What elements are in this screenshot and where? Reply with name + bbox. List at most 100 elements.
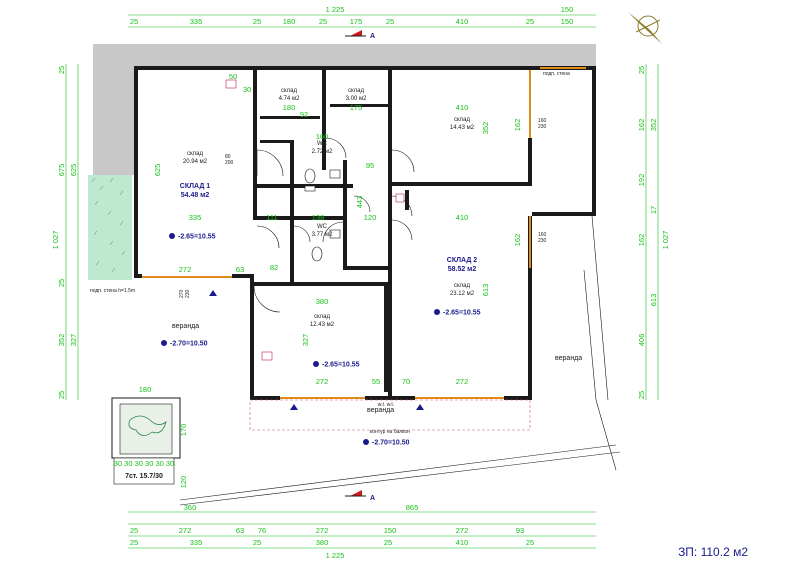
dim-bottom-360: 360 bbox=[184, 503, 197, 512]
dim-bottom-a-1: 272 bbox=[179, 526, 192, 535]
label-retaining-wall-height: подп. стена h=1.5m bbox=[90, 288, 135, 294]
dim-inner-410a: 410 bbox=[456, 103, 469, 112]
label-veranda-left: веранда bbox=[172, 323, 199, 330]
dim-bottom-b-5: 410 bbox=[456, 538, 469, 547]
wc-fixtures bbox=[225, 79, 405, 361]
dim-top-total: 1 225 bbox=[326, 5, 345, 14]
dim-inner-70: 70 bbox=[402, 377, 410, 386]
door-d1-h: 200 bbox=[225, 160, 234, 166]
dim-top-4: 25 bbox=[319, 17, 327, 26]
stairs-block: 180 170 120 30 30 30 30 30 30 7ст. 15.7/… bbox=[111, 385, 188, 489]
dim-inner-327: 327 bbox=[301, 334, 310, 347]
walls bbox=[134, 66, 596, 400]
dim-inner-50: 50 bbox=[229, 72, 237, 81]
dim-right-352: 352 bbox=[649, 119, 658, 132]
dim-top-9: 150 bbox=[561, 17, 574, 26]
room-r1-name: склад bbox=[187, 151, 204, 157]
room-wc1-name: WC bbox=[317, 141, 328, 147]
door-d3-h: 230 bbox=[538, 238, 547, 244]
section-label-top: A bbox=[370, 33, 375, 40]
dim-right-25: 25 bbox=[637, 66, 646, 74]
windows bbox=[142, 67, 586, 399]
dim-inner-63: 63 bbox=[236, 265, 244, 274]
room-sklad2-area: 58.52 м2 bbox=[448, 266, 477, 273]
label-water-tap: w.t. w.t. bbox=[378, 402, 394, 408]
stairs-height-2: 120 bbox=[179, 476, 188, 489]
dim-top-7: 410 bbox=[456, 17, 469, 26]
door-d1-w: 80 bbox=[225, 154, 231, 160]
dim-inner-95: 95 bbox=[366, 161, 374, 170]
section-label-bottom: A bbox=[370, 495, 375, 502]
dim-top-right: 150 bbox=[561, 5, 574, 14]
dim-top-3: 180 bbox=[283, 17, 296, 26]
left-dimensions: 25 675 25 352 25 625 1 027 327 bbox=[51, 64, 79, 400]
dim-inner-162b: 162 bbox=[513, 234, 522, 247]
elevations: -2.65=10.55 -2.65=10.55 -2.65=10.55 -2.7… bbox=[161, 233, 481, 447]
dim-inner-410b: 410 bbox=[456, 213, 469, 222]
room-r5-name: склад bbox=[454, 283, 471, 289]
dim-right-192: 192 bbox=[637, 174, 646, 187]
dim-bottom-a-6: 272 bbox=[456, 526, 469, 535]
door-d3-w: 160 bbox=[538, 232, 547, 238]
label-veranda-bottom: веранда bbox=[367, 407, 394, 414]
dim-bottom-b-4: 25 bbox=[384, 538, 392, 547]
right-dimensions: 25 162 352 162 1 027 192 17 613 406 25 bbox=[637, 64, 670, 400]
door-d2-h: 230 bbox=[538, 124, 547, 130]
room-r5-area: 23.12 м2 bbox=[450, 291, 475, 297]
elevation-2: -2.65=10.55 bbox=[443, 310, 481, 317]
dim-inner-92: 92 bbox=[300, 110, 308, 119]
room-r4-name: склад bbox=[454, 117, 471, 123]
room-sklad1-area: 54.48 м2 bbox=[181, 192, 210, 199]
footer-area: ЗП: 110.2 м2 bbox=[678, 545, 748, 559]
dim-top-8: 25 bbox=[526, 17, 534, 26]
label-veranda-right: веранда bbox=[555, 355, 582, 362]
dim-left-25b: 25 bbox=[57, 279, 66, 287]
veranda-edge bbox=[179, 215, 621, 506]
dim-inner-443: 443 bbox=[355, 196, 364, 209]
dim-top-2: 25 bbox=[253, 17, 261, 26]
dim-bottom-865: 865 bbox=[406, 503, 419, 512]
dim-inner-82: 82 bbox=[270, 263, 278, 272]
dim-bottom-b-6: 25 bbox=[526, 538, 534, 547]
stairs-spec: 7ст. 15.7/30 bbox=[125, 473, 163, 480]
stairs-width: 180 bbox=[139, 385, 152, 394]
stairs-height-1: 170 bbox=[179, 424, 188, 437]
dim-inner-55: 55 bbox=[372, 377, 380, 386]
dim-right-17: 17 bbox=[649, 206, 658, 214]
dim-bottom-a-4: 272 bbox=[316, 526, 329, 535]
label-retaining-wall: подп. стена bbox=[543, 71, 570, 77]
elevation-4: -2.70=10.50 bbox=[170, 341, 208, 348]
dim-bottom-a-2: 63 bbox=[236, 526, 244, 535]
dim-inner-138: 138 bbox=[312, 213, 325, 222]
section-marker-top: A bbox=[345, 30, 375, 40]
label-balcony-outline: контур на балкон bbox=[370, 429, 410, 435]
dim-top-6: 25 bbox=[386, 17, 394, 26]
dim-inner-180: 180 bbox=[283, 103, 296, 112]
dim-left-352: 352 bbox=[57, 334, 66, 347]
doors bbox=[253, 137, 415, 313]
dim-bottom-b-2: 25 bbox=[253, 538, 261, 547]
dim-bottom-b-3: 380 bbox=[316, 538, 329, 547]
dim-right-613: 613 bbox=[649, 294, 658, 307]
dim-top-1: 335 bbox=[190, 17, 203, 26]
dim-inner-335: 335 bbox=[189, 213, 202, 222]
retaining-wall bbox=[88, 44, 596, 280]
room-r6-name: склад bbox=[314, 314, 331, 320]
section-marker-bottom: A bbox=[345, 490, 375, 502]
entry-arrows bbox=[209, 290, 424, 410]
dim-bottom-b-0: 25 bbox=[130, 538, 138, 547]
dim-inner-380: 380 bbox=[316, 297, 329, 306]
dim-right-162a: 162 bbox=[637, 119, 646, 132]
dim-inner-625: 625 bbox=[153, 164, 162, 177]
dim-inner-272a: 272 bbox=[179, 265, 192, 274]
room-r2-area: 4.74 м2 bbox=[279, 96, 300, 102]
dim-inner-613: 613 bbox=[481, 284, 490, 297]
dim-bottom-a-3: 76 bbox=[258, 526, 266, 535]
room-r4-area: 14.43 м2 bbox=[450, 125, 475, 131]
stairs-steps: 30 30 30 30 30 30 bbox=[114, 459, 174, 468]
dim-left-625: 625 bbox=[69, 164, 78, 177]
dim-bottom-a-0: 25 bbox=[130, 526, 138, 535]
dim-left-25c: 25 bbox=[57, 391, 66, 399]
room-r2-name: склад bbox=[281, 88, 298, 94]
